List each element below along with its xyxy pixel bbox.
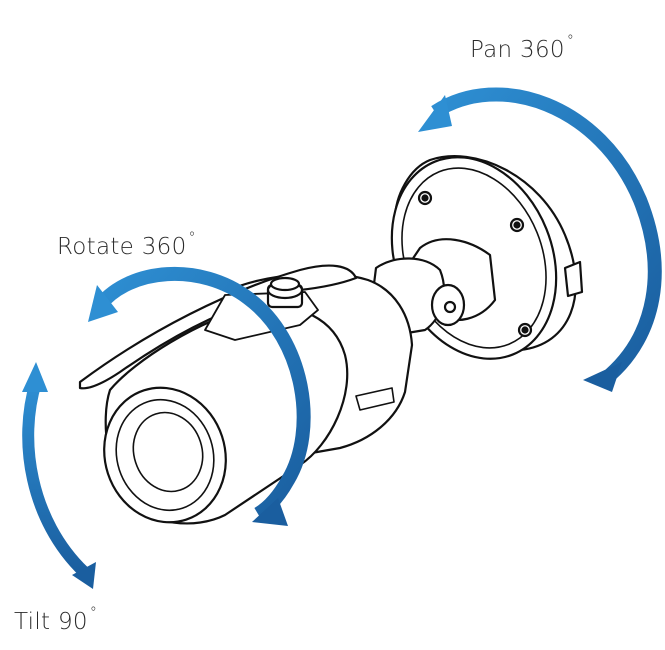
rotate-label-text: Rotate 360	[57, 234, 187, 260]
rotate-label: Rotate 360°	[57, 231, 196, 259]
tilt-arrow-icon	[22, 362, 96, 589]
rotate-arrow-icon	[88, 266, 311, 526]
pan-arrow-icon	[418, 87, 662, 392]
pan-degree-symbol: °	[566, 33, 575, 49]
pan-label: Pan 360°	[470, 34, 574, 62]
tilt-degree-symbol: °	[89, 605, 98, 621]
tilt-label: Tilt 90°	[14, 606, 97, 634]
rotate-degree-symbol: °	[188, 230, 196, 246]
pan-label-text: Pan 360	[470, 37, 565, 63]
tilt-label-text: Tilt 90	[14, 609, 88, 635]
bullet-camera-icon	[78, 264, 414, 525]
